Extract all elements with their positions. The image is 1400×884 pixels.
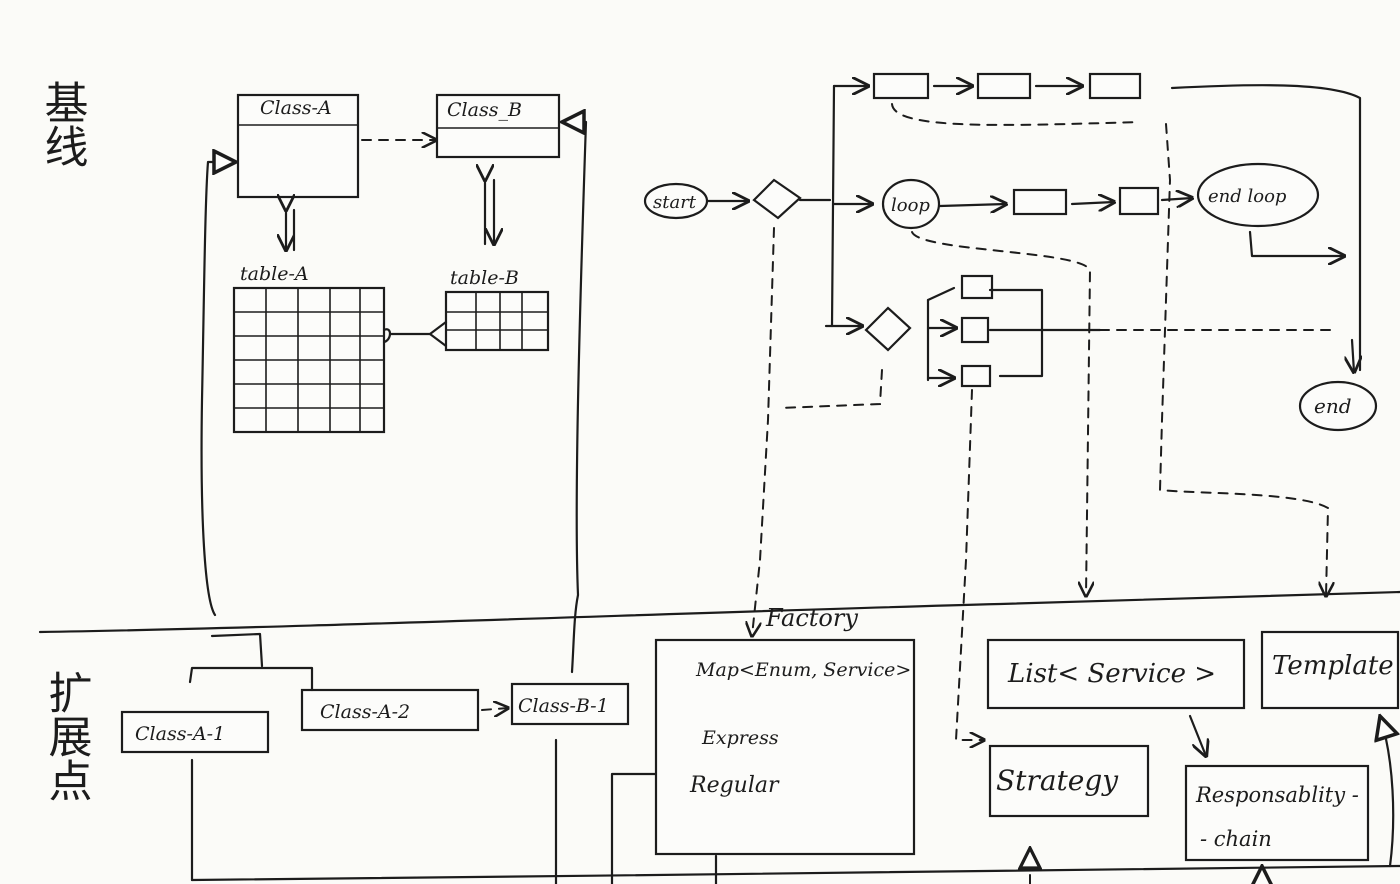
flow-loop-node: loop [881,178,941,230]
extension-bottom-rail [190,864,1400,882]
section-divider [38,590,1400,634]
table-a-label: table-A [240,263,309,285]
class-b-box: Class_B [435,93,561,159]
class-b-1-inherits-class-b [562,122,588,674]
flow-top-to-template [1158,123,1328,596]
flow-end-node: end [1298,380,1378,432]
table-a-table-b-relation [382,320,448,348]
template-implementation [1380,716,1393,868]
flow-loop-label: loop [891,195,930,216]
list-service-label: List< Service > [1007,659,1216,689]
section-label-extension: 扩展点 [41,670,92,802]
chain-label-line1: Responsablity - [1195,783,1359,807]
flow-end-label: end [1314,394,1352,418]
table-a-grid: table-A [232,263,386,434]
flow-start-label: start [653,192,697,213]
template-label: Template [1272,651,1394,681]
class-b-table-b-mapping [485,180,494,244]
flow-start-node: start [643,182,709,220]
factory-line-express: Express [701,727,779,749]
flow-branch-trunk [798,84,836,328]
flow-decision-1 [752,178,802,220]
flow-to-end [1352,338,1354,372]
class-a-1-label: Class-A-1 [135,723,225,745]
flow-end-loop-label: end loop [1208,186,1287,207]
template-box: Template [1260,630,1400,710]
flow-steps-to-strategy [954,389,984,740]
class-a-table-a-mapping [286,210,296,250]
class-b-1-box: Class-B-1 [510,682,630,726]
class-b-1-label: Class-B-1 [518,695,609,717]
list-service-box: List< Service > [986,638,1246,710]
class-a-branch-bracket [188,632,314,692]
list-service-to-chain [1188,714,1206,756]
flow-decision-to-factory [752,227,775,636]
factory-line-map: Map<Enum, Service> [695,659,911,681]
responsibility-chain-box: Responsablity - - chain [1184,764,1370,862]
class-b-label: Class_B [447,99,522,121]
table-b-label: table-B [450,267,519,289]
strategy-label: Strategy [996,764,1119,797]
class-a-1-box: Class-A-1 [120,710,270,754]
chain-label-line2: - chain [1200,827,1272,851]
table-b-grid: table-B [444,267,550,352]
flow-loop-dependency [911,231,1090,596]
class-a-1-inherits-class-a [200,162,236,617]
factory-line-regular: Regular [689,773,780,798]
class-a-2-to-class-b-1 [481,708,508,710]
flow-decision-2-feedback [779,369,883,409]
strategy-box: Strategy [988,744,1150,818]
class-a-box: Class-A [236,93,360,199]
factory-label: Factory [765,604,858,632]
flow-end-loop-node: end loop [1196,162,1320,228]
flow-top-steps [872,72,1362,372]
factory-box: Map<Enum, Service> Express Regular [654,638,916,856]
section-label-baseline: 基线 [37,80,88,168]
flow-parallel-steps [926,274,1102,388]
extension-bottom-connectors [190,738,718,884]
class-a-2-label: Class-A-2 [320,701,410,723]
class-a-label: Class-A [260,97,332,119]
flow-decision-2 [864,306,912,352]
flow-end-loop-exit [1248,230,1344,256]
class-a-2-box: Class-A-2 [300,688,480,732]
flow-loop-steps [938,186,1192,216]
